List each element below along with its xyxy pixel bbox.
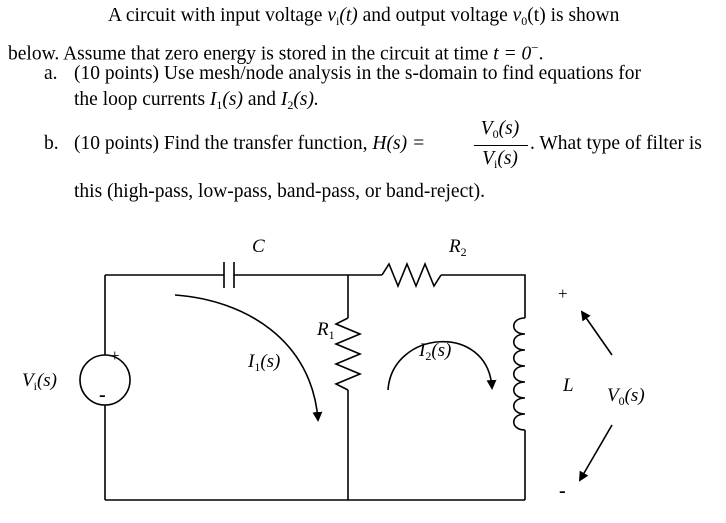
i2-label: I2(s) [419,340,452,363]
fraction-bar [474,145,528,147]
inductor [512,317,526,431]
transfer-numerator: V0(s) [480,118,520,141]
voltage-source [79,354,131,406]
mesh-arrow-i2 [387,340,497,391]
part-a-marker: a. [44,63,58,84]
inductor-label: L [563,375,574,396]
part-b-marker: b. [44,133,59,154]
r2-label: R2 [449,236,467,259]
source-minus-sign: - [99,384,106,406]
source-plus-sign: + [110,346,120,365]
part-b-text: (10 points) Find the transfer function, … [74,133,426,154]
mesh-arrow-i1 [174,294,323,422]
problem-line-2: below. Assume that zero energy is stored… [8,40,544,65]
output-minus-sign: - [559,480,566,502]
part-a-line-2: the loop currents I1(s) and I2(s). [74,89,319,112]
capacitor [223,262,235,288]
vo-symbol: v0 [512,5,528,28]
vi-symbol: vi [327,5,340,28]
r1-label: R1 [317,319,335,342]
vi-label: Vi(s) [22,370,58,393]
vo-label: V0(s) [607,385,645,408]
resistor-r2 [381,261,442,289]
wire-top-right [441,274,526,318]
transfer-denominator: Vi(s) [482,148,518,171]
capacitor-label: C [252,236,265,257]
problem-line-1: A circuit with input voltage vi(t) and o… [108,5,620,28]
output-plus-sign: + [558,284,568,303]
vo-arrow-down [578,424,613,482]
part-a-line-1: (10 points) Use mesh/node analysis in th… [74,63,642,84]
resistor-r1 [333,317,363,391]
vo-arrow-up [580,310,613,356]
i1-label: I1(s) [248,351,281,374]
part-b-after: . What type of filter is [530,133,702,154]
part-b-line-2: this (high-pass, low-pass, band-pass, or… [74,181,486,202]
